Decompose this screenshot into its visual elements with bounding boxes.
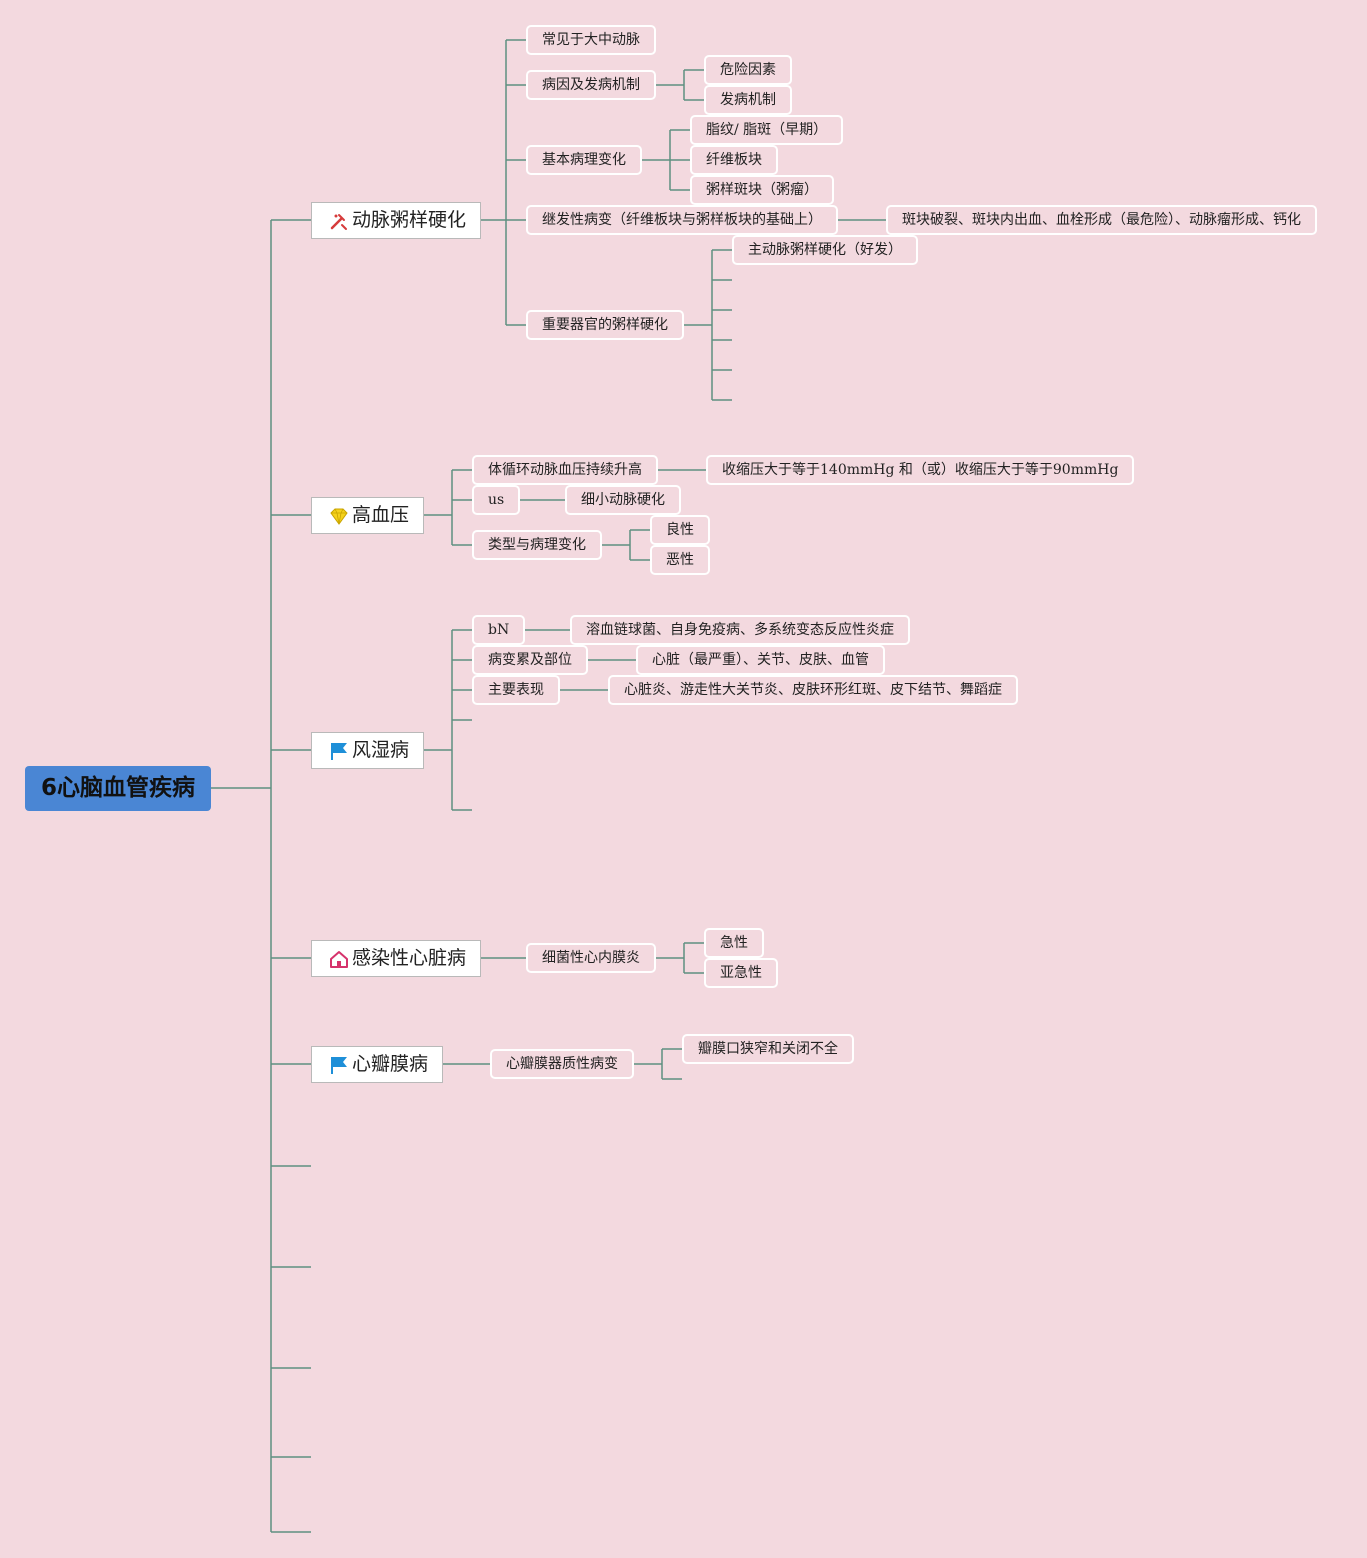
branch-label: 心瓣膜病	[352, 1053, 429, 1075]
node-rheum-signs[interactable]: 主要表现	[472, 675, 560, 705]
node-malignant[interactable]: 恶性	[650, 545, 710, 575]
branch-label: 高血压	[352, 504, 410, 526]
node-risk-factors[interactable]: 危险因素	[704, 55, 792, 85]
node-fibrous-plaque[interactable]: 纤维板块	[690, 145, 778, 175]
branch-label: 风湿病	[352, 739, 410, 761]
node-common-site[interactable]: 常见于大中动脉	[526, 25, 656, 55]
node-subacute[interactable]: 亚急性	[704, 958, 778, 988]
node-fatty-streak[interactable]: 脂纹/ 脂斑（早期）	[690, 115, 844, 145]
node-arteriolosclerosis[interactable]: 细小动脉硬化	[565, 485, 681, 515]
node-htn-types[interactable]: 类型与病理变化	[472, 530, 602, 560]
node-organ-atherosclerosis[interactable]: 重要器官的粥样硬化	[526, 310, 684, 340]
diamond-icon	[330, 508, 348, 525]
root-topic[interactable]: 6心脑血管疾病	[25, 766, 211, 811]
node-htn-us[interactable]: us	[472, 485, 521, 515]
node-atheromatous-plaque[interactable]: 粥样斑块（粥瘤）	[690, 175, 834, 205]
node-organic-valve-lesion[interactable]: 心瓣膜器质性病变	[490, 1049, 634, 1079]
branch-rheumatism[interactable]: 风湿病	[311, 732, 425, 769]
node-htn-criteria[interactable]: 收缩压大于等于140mmHg 和（或）收缩压大于等于90mmHg	[706, 455, 1135, 485]
node-rheum-bn[interactable]: bN	[472, 615, 526, 645]
node-cause-mechanism[interactable]: 病因及发病机制	[526, 70, 656, 100]
node-rheum-sites-detail[interactable]: 心脏（最严重）、关节、皮肤、血管	[636, 645, 885, 675]
node-stenosis-insufficiency[interactable]: 瓣膜口狭窄和关闭不全	[682, 1034, 854, 1064]
branch-label: 感染性心脏病	[352, 947, 467, 969]
node-pathogenesis[interactable]: 发病机制	[704, 85, 792, 115]
node-rheum-sites[interactable]: 病变累及部位	[472, 645, 588, 675]
node-aortic-atherosclerosis[interactable]: 主动脉粥样硬化（好发）	[732, 235, 918, 265]
branch-label: 动脉粥样硬化	[352, 209, 467, 231]
node-rheum-cause[interactable]: 溶血链球菌、自身免疫病、多系统变态反应性炎症	[570, 615, 910, 645]
flag-icon	[331, 743, 347, 760]
node-secondary-lesions[interactable]: 继发性病变（纤维板块与粥样板块的基础上）	[526, 205, 838, 235]
node-benign[interactable]: 良性	[650, 515, 710, 545]
node-htn-definition[interactable]: 体循环动脉血压持续升高	[472, 455, 658, 485]
branch-valvular-disease[interactable]: 心瓣膜病	[311, 1046, 444, 1083]
branch-hypertension[interactable]: 高血压	[311, 497, 425, 534]
branch-atherosclerosis[interactable]: 动脉粥样硬化	[311, 202, 482, 239]
node-rheum-signs-detail[interactable]: 心脏炎、游走性大关节炎、皮肤环形红斑、皮下结节、舞蹈症	[608, 675, 1018, 705]
node-acute[interactable]: 急性	[704, 928, 764, 958]
tools-icon	[330, 214, 347, 230]
house-icon	[330, 951, 348, 968]
node-basic-pathology[interactable]: 基本病理变化	[526, 145, 642, 175]
node-bacterial-endocarditis[interactable]: 细菌性心内膜炎	[526, 943, 656, 973]
branch-infective-heart-disease[interactable]: 感染性心脏病	[311, 940, 482, 977]
flag-icon	[331, 1057, 347, 1074]
node-secondary-detail[interactable]: 斑块破裂、斑块内出血、血栓形成（最危险）、动脉瘤形成、钙化	[886, 205, 1317, 235]
